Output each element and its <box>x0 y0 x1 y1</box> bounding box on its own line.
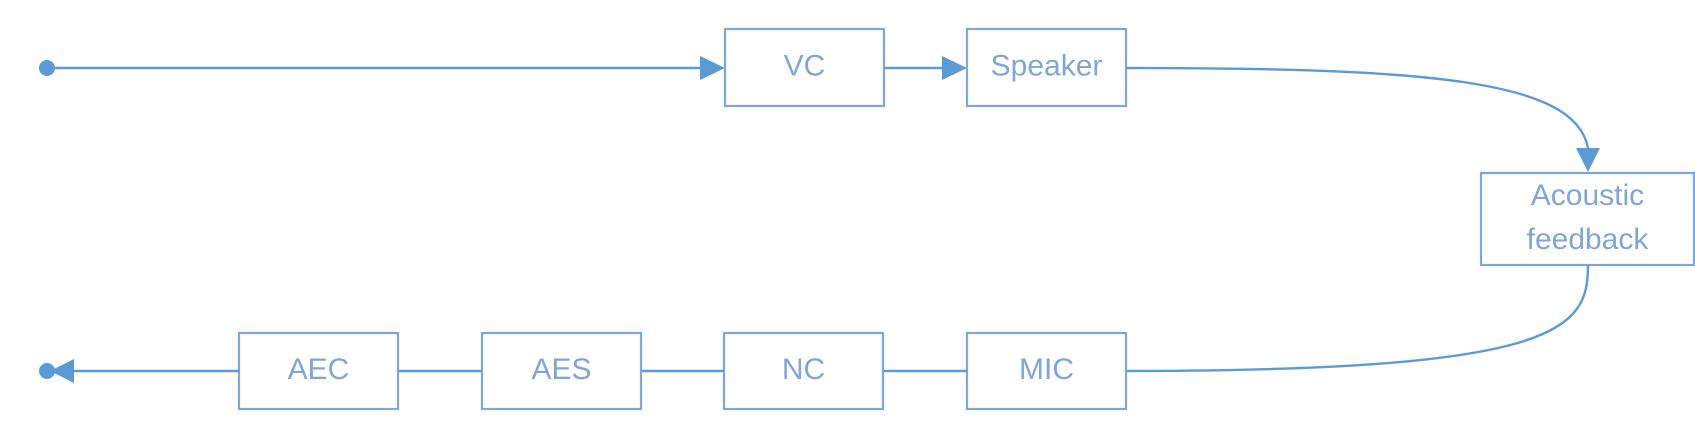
feedback-arrowhead <box>1576 148 1600 172</box>
feedback-to-mic-curve <box>1125 264 1590 373</box>
speaker-to-feedback-curve <box>1125 66 1590 149</box>
nc-label: NC <box>782 353 825 386</box>
output-arrowhead <box>50 359 74 383</box>
mic-box <box>965 331 1128 411</box>
nc-box <box>722 331 885 411</box>
aes-label: AES <box>531 353 591 386</box>
mic-label: MIC <box>1019 353 1074 386</box>
vc-label: VC <box>784 49 826 82</box>
aec-label: AEC <box>288 353 350 386</box>
speaker-box <box>965 27 1128 108</box>
acoustic-feedback-label-line1: Acoustic <box>1531 179 1644 212</box>
aec-box <box>237 331 400 411</box>
vc-arrowhead <box>700 56 725 80</box>
speaker-arrowhead <box>942 56 967 80</box>
acoustic-feedback-label-line2: feedback <box>1527 223 1650 256</box>
output-terminal-dot <box>39 363 55 379</box>
speaker-label: Speaker <box>991 49 1103 82</box>
